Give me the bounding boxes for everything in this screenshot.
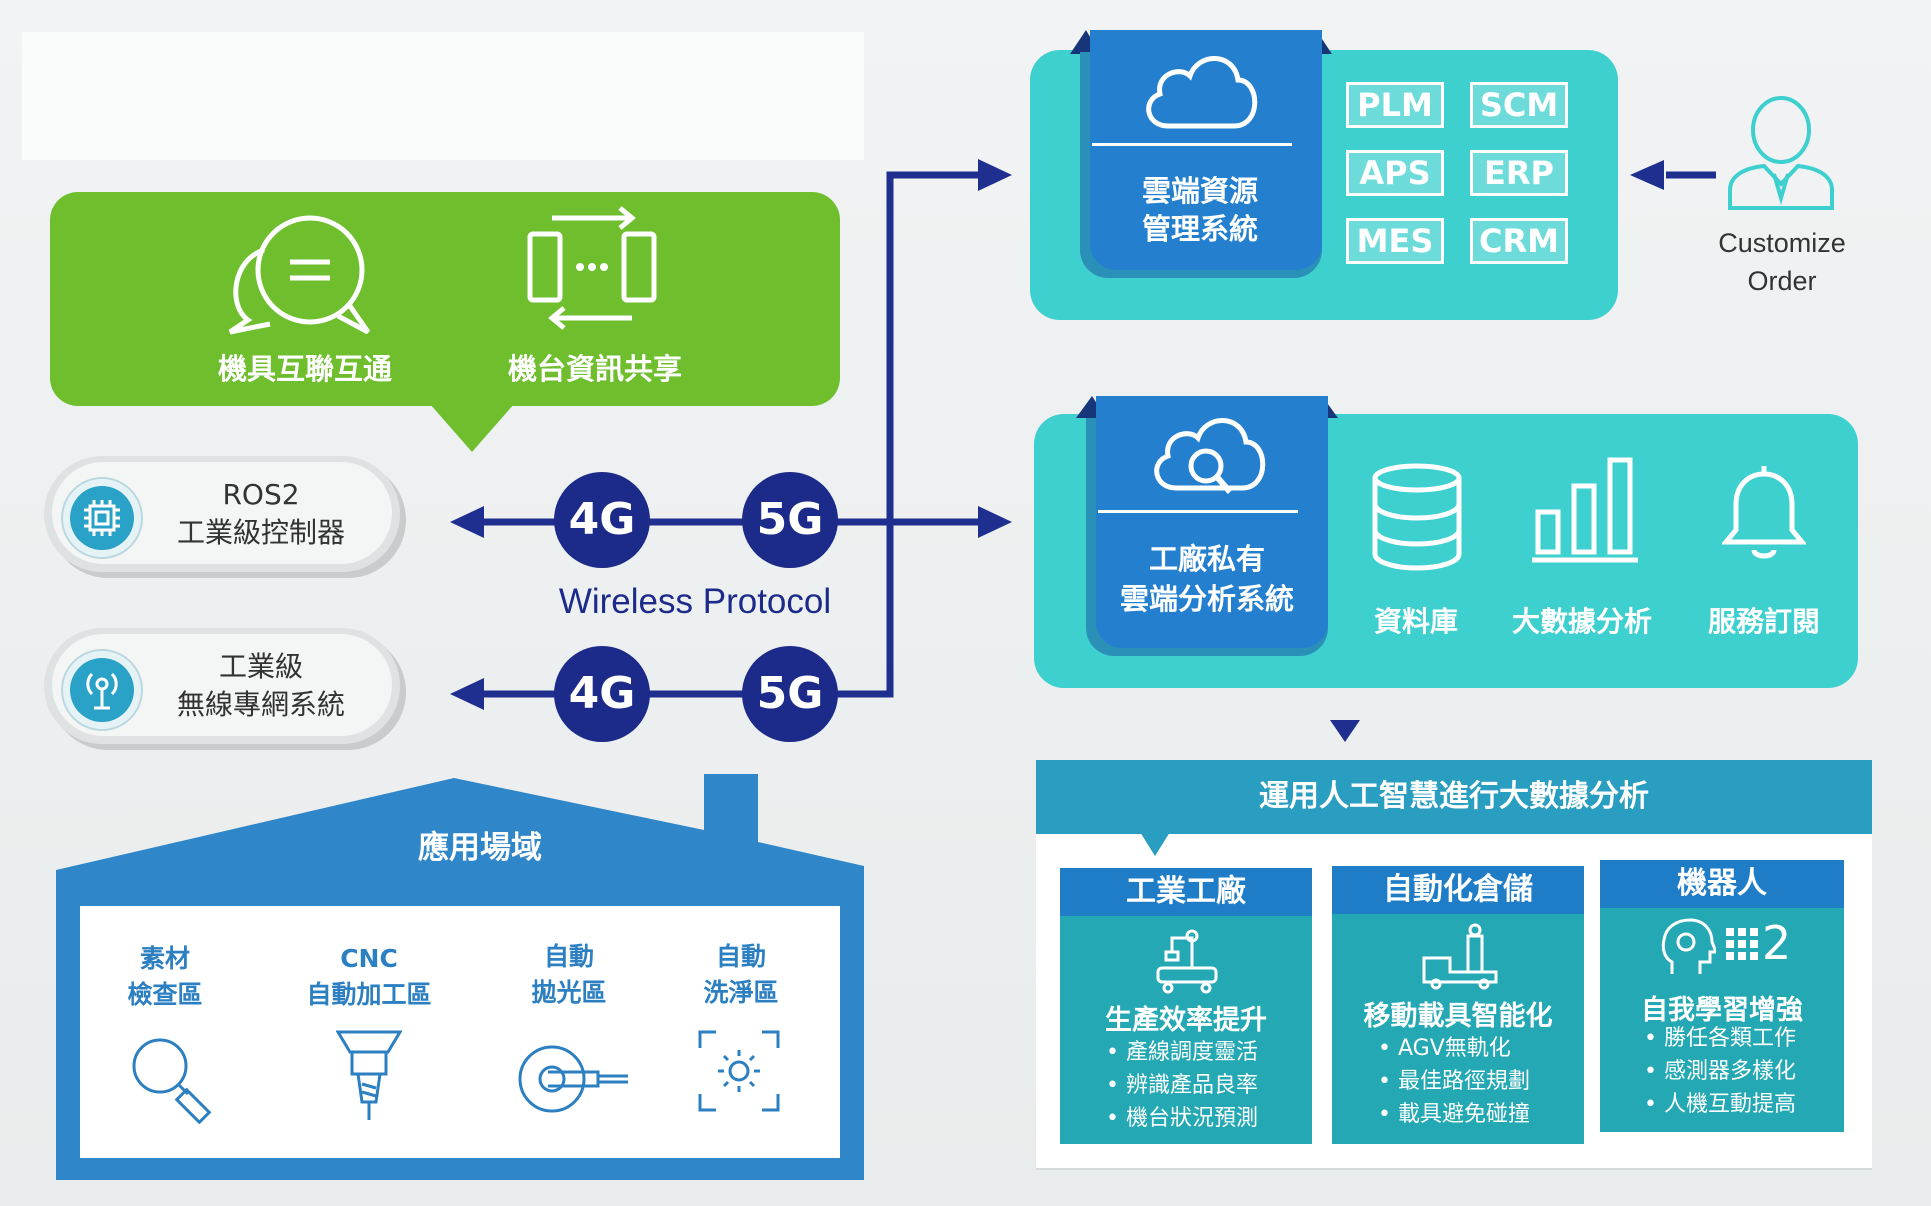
cloud-erp-title-line1: 雲端資源 — [1141, 174, 1258, 208]
robot-icon-number: 2 — [1762, 916, 1792, 970]
arrow-down-ai — [1330, 720, 1360, 742]
agv-icon — [1422, 923, 1498, 990]
feature-subscription: 服務訂閱 — [1707, 605, 1820, 638]
ros2-line1: ROS2 — [222, 478, 300, 511]
private-cloud-title-line1: 工廠私有 — [1148, 542, 1265, 576]
cloud-erp-tab — [1090, 30, 1322, 270]
cloud-erp-divider — [1092, 143, 1292, 146]
grid-dots-icon — [1726, 928, 1758, 960]
zone-material-line1: 素材 — [139, 944, 190, 973]
tag-scm: SCM — [1470, 82, 1568, 128]
ai-card-factory: 工業工廠 生產效率提升 • 產線調度靈活 • 辨識產品良率 • 機台狀況預測 — [1060, 868, 1312, 1144]
field-title: 應用場域 — [418, 830, 542, 866]
private-cloud-title-line2: 雲端分析系統 — [1119, 582, 1294, 616]
zone-wash-line2: 洗淨區 — [703, 978, 779, 1007]
antenna-icon — [61, 649, 143, 731]
list-item: • 感測器多樣化 — [1644, 1059, 1796, 1084]
list-item: • AGV無軌化 — [1378, 1036, 1511, 1061]
arrow-left-customize — [1630, 160, 1664, 190]
badge-4g-row1: 4G — [554, 472, 650, 568]
tag-plm: PLM — [1346, 82, 1444, 128]
ai-card-robot-head: 機器人 — [1600, 860, 1844, 908]
robot-arm-icon — [1156, 929, 1218, 994]
badge-5g-row2: 5G — [742, 646, 838, 742]
wire-row2-up — [480, 171, 985, 698]
ai-title: 運用人工智慧進行大數據分析 — [1036, 760, 1872, 834]
cloud-erp-title-line2: 管理系統 — [1141, 212, 1258, 246]
zone-cnc-line1: CNC — [340, 944, 398, 973]
ai-card-factory-sub: 生產效率提升 — [1105, 1005, 1267, 1036]
list-item: • 產線調度靈活 — [1106, 1040, 1258, 1065]
list-item: • 最佳路徑規劃 — [1378, 1069, 1530, 1094]
arrow-right-erp — [978, 159, 1012, 191]
wash-sparkle-icon — [698, 1030, 780, 1112]
list-item: • 勝任各類工作 — [1644, 1026, 1796, 1051]
green-item1-label: 機具互聯互通 — [217, 352, 392, 386]
tag-crm: CRM — [1470, 218, 1568, 264]
ai-card-warehouse-sub: 移動載具智能化 — [1363, 1001, 1553, 1032]
ai-head-icon — [1661, 918, 1716, 974]
badge-5g-row1: 5G — [742, 472, 838, 568]
tag-aps: APS — [1346, 150, 1444, 196]
private-cloud-tab — [1096, 396, 1328, 648]
cloud-icon — [1146, 56, 1258, 129]
ai-card-robot-bullets: • 勝任各類工作 • 感測器多樣化 • 人機互動提高 — [1644, 1022, 1844, 1121]
wireless-line1: 工業級 — [218, 650, 303, 683]
list-item: • 機台狀況預測 — [1106, 1106, 1258, 1131]
zone-material-line2: 檢查區 — [127, 980, 203, 1009]
arrow-left-row2 — [450, 678, 484, 710]
magnifier-icon — [132, 1038, 212, 1124]
chip-icon — [61, 477, 143, 559]
ai-card-warehouse: 自動化倉儲 移動載具智能化 • AGV無軌化 • 最佳路徑規劃 • 載具避免碰撞 — [1332, 866, 1584, 1144]
chat-bubbles-icon — [228, 215, 371, 335]
tag-erp: ERP — [1470, 150, 1568, 196]
feature-database: 資料庫 — [1373, 605, 1458, 638]
blank-panel — [22, 32, 864, 160]
arrow-right-private — [978, 506, 1012, 538]
polish-disc-icon — [518, 1045, 628, 1113]
zone-cnc-line2: 自動加工區 — [306, 980, 432, 1009]
cloud-search-icon — [1154, 418, 1266, 494]
ai-card-factory-bullets: • 產線調度靈活 • 辨識產品良率 • 機台狀況預測 — [1106, 1036, 1312, 1135]
person-icon — [1728, 96, 1834, 210]
bell-icon — [1722, 466, 1806, 559]
green-panel — [50, 192, 840, 406]
customize-line2: Order — [1747, 266, 1817, 296]
wireless-protocol-label: Wireless Protocol — [558, 582, 832, 621]
tag-mes: MES — [1346, 218, 1444, 264]
ros2-line2: 工業級控制器 — [176, 516, 345, 549]
green-panel-pointer — [430, 404, 514, 452]
wireless-line2: 無線專網系統 — [176, 688, 345, 721]
ai-card-robot-sub: 自我學習增強 — [1641, 995, 1803, 1026]
ai-card-warehouse-head: 自動化倉儲 — [1332, 866, 1584, 914]
private-cloud-divider — [1098, 510, 1298, 513]
zone-polish-line1: 自動 — [543, 942, 594, 971]
zone-polish-line2: 拋光區 — [531, 978, 607, 1007]
arrow-left-row1 — [450, 506, 484, 538]
list-item: • 載具避免碰撞 — [1378, 1102, 1530, 1127]
cnc-spindle-icon — [336, 1030, 402, 1120]
list-item: • 人機互動提高 — [1644, 1092, 1796, 1117]
ai-card-warehouse-bullets: • AGV無軌化 • 最佳路徑規劃 • 載具避免碰撞 — [1378, 1032, 1584, 1131]
bar-chart-icon — [1532, 457, 1638, 563]
feature-bigdata: 大數據分析 — [1511, 605, 1652, 638]
green-item2-label: 機台資訊共享 — [507, 352, 682, 386]
database-icon — [1372, 463, 1462, 571]
list-item: • 辨識產品良率 — [1106, 1073, 1258, 1098]
device-sync-icon — [527, 206, 657, 330]
ai-card-robot: 機器人 2 自我學習增強 • 勝任各類工作 • 感測器多樣化 • 人機互動提高 — [1600, 860, 1844, 1132]
badge-4g-row2: 4G — [554, 646, 650, 742]
zone-wash-line1: 自動 — [715, 942, 766, 971]
ai-card-factory-head: 工業工廠 — [1060, 868, 1312, 916]
customize-line1: Customize — [1718, 228, 1846, 258]
ai-title-pointer — [1140, 832, 1170, 856]
